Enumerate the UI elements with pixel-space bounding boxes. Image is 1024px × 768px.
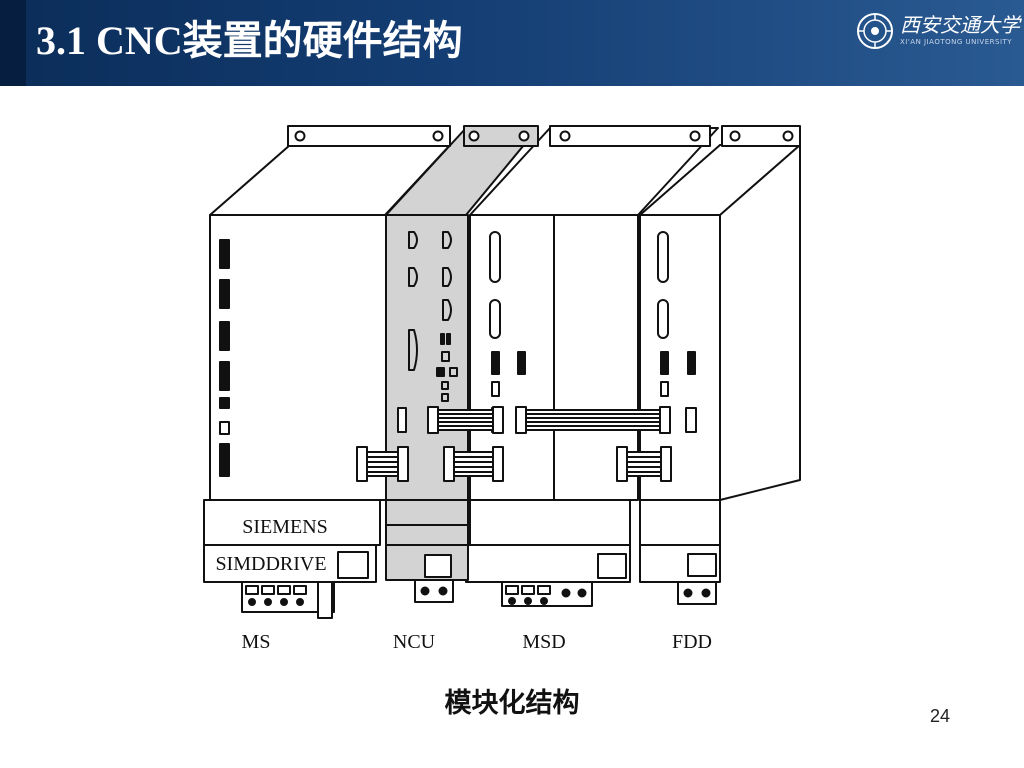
module-label-ncu: NCU — [393, 631, 436, 653]
ribbon-cable-ncu-msd — [427, 406, 504, 434]
module-label-ms: MS — [242, 631, 271, 653]
module-label-msd: MSD — [522, 631, 565, 653]
logo-text: 西安交通大学 — [900, 13, 1020, 37]
msd-module — [465, 125, 719, 607]
slide-header: 3.1 CNC装置的硬件结构 西安交通大学 XI'AN JIAOTONG UNI… — [0, 0, 1024, 86]
university-seal-icon — [857, 13, 893, 49]
ribbon-cable-ncu-msd-lower — [443, 446, 504, 482]
slide-title: 3.1 CNC装置的硬件结构 — [36, 18, 463, 63]
logo-subtext: XI'AN JIAOTONG UNIVERSITY — [900, 38, 1013, 46]
ms-module — [203, 125, 451, 619]
ribbon-cable-msd-fdd-lower — [616, 446, 672, 482]
module-label-fdd: FDD — [672, 631, 712, 653]
page-number: 24 — [930, 706, 951, 726]
ribbon-cable-msd-fdd — [515, 406, 671, 434]
university-logo: 西安交通大学 XI'AN JIAOTONG UNIVERSITY — [856, 10, 1020, 54]
diagram-caption: 模块化结构 — [444, 688, 580, 719]
ribbon-cable-ms-ncu — [356, 446, 409, 482]
ncu-module — [385, 125, 539, 603]
modular-hardware-diagram: SIEMENS SIMDDRIVE MS NCU MSD FDD — [203, 125, 801, 653]
ms-product-label: SIMDDRIVE — [215, 553, 326, 575]
ms-brand-label: SIEMENS — [242, 516, 328, 538]
header-accent-bar — [0, 0, 26, 86]
fdd-module — [639, 125, 801, 605]
